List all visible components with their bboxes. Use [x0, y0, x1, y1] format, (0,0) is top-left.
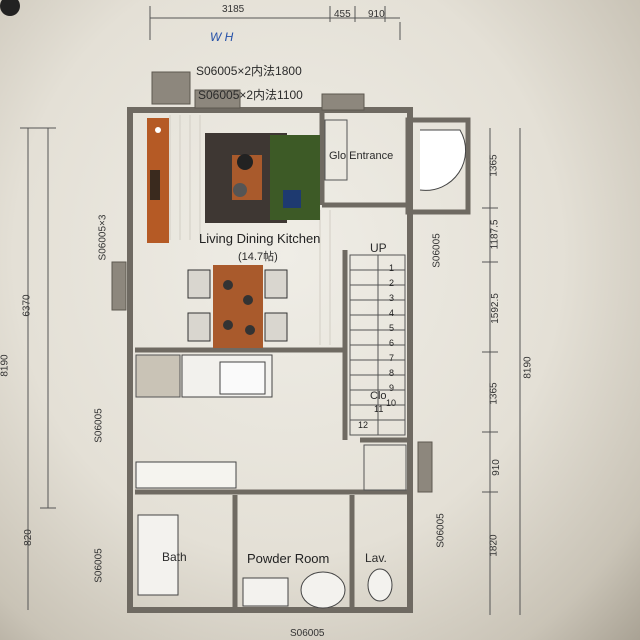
right-dim-segment: 1820 [488, 534, 500, 557]
floor-boards [169, 115, 331, 345]
washbasin [242, 577, 289, 607]
right-dim-segment: 1592.5 [489, 293, 501, 324]
powder-room-label: Powder Room [247, 551, 330, 566]
back-counter [135, 461, 237, 489]
step-number: 2 [389, 278, 395, 288]
ldk-area: (14.7帖) [238, 251, 278, 263]
storage-cabinet [363, 444, 407, 491]
window-note-2: S06005×2内法1100 [198, 88, 303, 102]
left-window-upper: S06005×3 [97, 214, 109, 261]
side-windows [111, 261, 433, 493]
right-dim-segment: 1187.5 [489, 219, 501, 250]
left-dimension-lines [20, 127, 56, 610]
right-window-upper: S06005 [431, 233, 443, 268]
right-window-lower: S06005 [435, 513, 447, 548]
step-number: 7 [389, 353, 395, 363]
step-number: 9 [389, 383, 395, 393]
washing-machine [300, 571, 346, 609]
left-window-mid: S06005 [93, 408, 105, 443]
step-number: 11 [374, 404, 384, 414]
entrance-label: Glo Entrance [329, 150, 394, 162]
step-number: 3 [389, 293, 395, 303]
top-dim-2: 455 [334, 9, 351, 20]
sink [219, 361, 266, 395]
shoe-cabinet [324, 119, 348, 181]
fridge [135, 354, 181, 398]
step-number: 6 [389, 338, 395, 348]
window-note-1: S06005×2内法1800 [196, 64, 302, 78]
exterior-walls [127, 107, 471, 613]
right-dim-segment: 1365 [488, 382, 500, 405]
right-dim-segment: 1365 [488, 154, 500, 177]
bathtub [137, 514, 179, 596]
dining-chairs [187, 269, 288, 342]
interior-walls [135, 112, 410, 610]
bottom-window: S06005 [290, 628, 325, 639]
table-settings [223, 280, 255, 335]
left-window-lower: S06005 [93, 548, 105, 583]
left-dim-overall: 8190 [0, 354, 11, 377]
top-windows [151, 71, 365, 111]
left-dim-lower: 820 [22, 529, 34, 546]
top-dim-1: 3185 [222, 4, 245, 15]
right-dim-overall: 8190 [522, 356, 534, 379]
step-number: 1 [389, 263, 395, 273]
top-dimension-line [149, 6, 401, 40]
handwritten-note: W H [210, 30, 234, 44]
step-number: 10 [386, 398, 397, 408]
step-number: 5 [389, 323, 395, 333]
staircase [349, 254, 406, 436]
ldk-label: Living Dining Kitchen [199, 231, 321, 246]
entrance-door [419, 129, 467, 191]
lav-label: Lav. [365, 551, 387, 565]
bath-label: Bath [162, 550, 187, 564]
stair-up-label: UP [370, 241, 387, 255]
closet-label: Clo [370, 390, 387, 402]
north-arrow-icon [0, 0, 20, 16]
right-dim-segment: 910 [490, 459, 502, 476]
toilet [367, 568, 393, 602]
dining-table [213, 265, 263, 348]
step-number: 4 [389, 308, 395, 318]
left-dim-upper: 6370 [21, 294, 33, 317]
step-number: 12 [358, 420, 369, 430]
top-dim-3: 910 [368, 9, 385, 20]
right-dimension-lines [482, 128, 521, 615]
step-number: 8 [389, 368, 395, 378]
